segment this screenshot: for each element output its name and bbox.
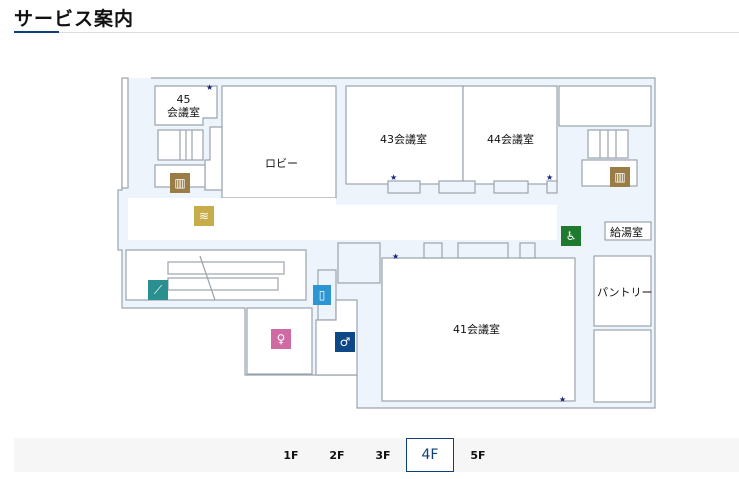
floor-button-5f[interactable]: 5F [470,448,486,462]
room-45-name: 会議室 [167,106,200,119]
exit-markers: ★ ★ ★ ★ ★ [206,83,566,404]
mens-restroom-icon: ♂ [335,332,355,352]
room-45-number: 45 [176,93,191,106]
pantry-label: パントリー [597,286,653,299]
floor-button-1f[interactable]: 1F [283,448,299,462]
phone-booth-icon: ▯ [313,285,331,305]
star-marker: ★ [206,83,213,92]
wifi-icon: ≋ [194,206,214,226]
star-marker: ★ [392,252,399,261]
room-45 [154,85,218,126]
room-41-label[interactable]: 41会議室 [453,323,500,336]
room-43 [345,85,464,185]
kyutoshitsu-label: 給湯室 [610,226,643,239]
room-41 [381,257,576,402]
floor-button-4f[interactable]: 4F [406,438,454,472]
womens-restroom-icon: ♀ [271,329,291,349]
room-45-label: 45 会議室 [167,93,200,119]
room-43-label[interactable]: 43会議室 [380,133,427,146]
star-marker: ★ [546,173,553,182]
title-accent [14,31,59,33]
floor-button-2f[interactable]: 2F [329,448,345,462]
page-title: サービス案内 [14,8,135,30]
escalator-icon: ⟋ [148,280,168,300]
elevator-icon: ▥ [170,173,190,193]
floor-selector: 1F 2F 3F 4F 5F [14,438,739,472]
floor-button-3f[interactable]: 3F [375,448,391,462]
room-44-label[interactable]: 44会議室 [487,133,534,146]
lobby [221,85,337,199]
elevator-icon: ▥ [610,167,630,187]
lobby-label: ロビー [265,157,298,170]
accessible-icon: ♿ [561,226,581,246]
room-44 [462,85,558,185]
star-marker: ★ [559,395,566,404]
floor-map: ★ ★ ★ ★ ★ [117,77,656,409]
star-marker: ★ [390,173,397,182]
title-divider [14,32,739,33]
